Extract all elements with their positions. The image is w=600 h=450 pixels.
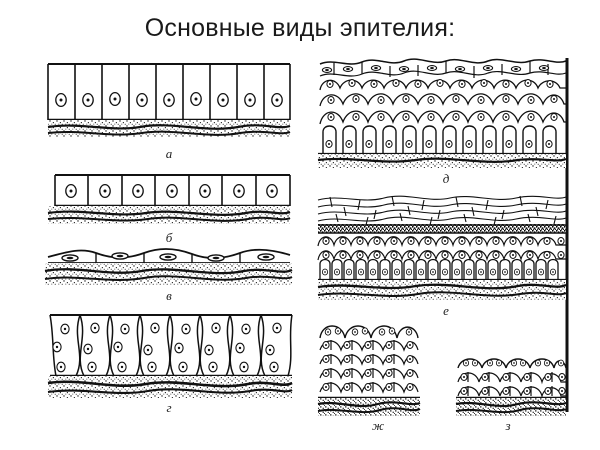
basement-membrane-e [317,280,567,300]
epithelium-types-diagram: а [0,50,600,435]
panel-label-b: б [166,230,173,245]
panel-label-v: в [166,288,172,303]
basement-membrane-zh [317,398,421,416]
panel-label-e: е [443,303,449,318]
diagram-svg: а [44,58,569,433]
panel-label-d: д [443,171,450,186]
panel-label-z: з [504,418,510,433]
panel-z: з [455,358,567,433]
panel-d: д [317,58,567,186]
basement-membrane-z [455,398,567,416]
page-title: Основные виды эпителия: [144,14,456,42]
panel-label-g: г [166,400,171,415]
basement-membrane-v [44,263,293,285]
panel-v: в [44,248,293,303]
basement-membrane-a [47,120,291,137]
panel-label-a: а [166,146,173,161]
panel-g: г [47,314,293,415]
basement-membrane-b [47,206,291,224]
panel-b: б [47,174,291,245]
panel-label-zh: ж [372,418,384,433]
panel-zh: ж [317,325,421,433]
basement-membrane-d [317,154,567,168]
basement-membrane-g [47,376,293,398]
panel-e: е [317,195,567,318]
panel-a: а [47,63,291,161]
